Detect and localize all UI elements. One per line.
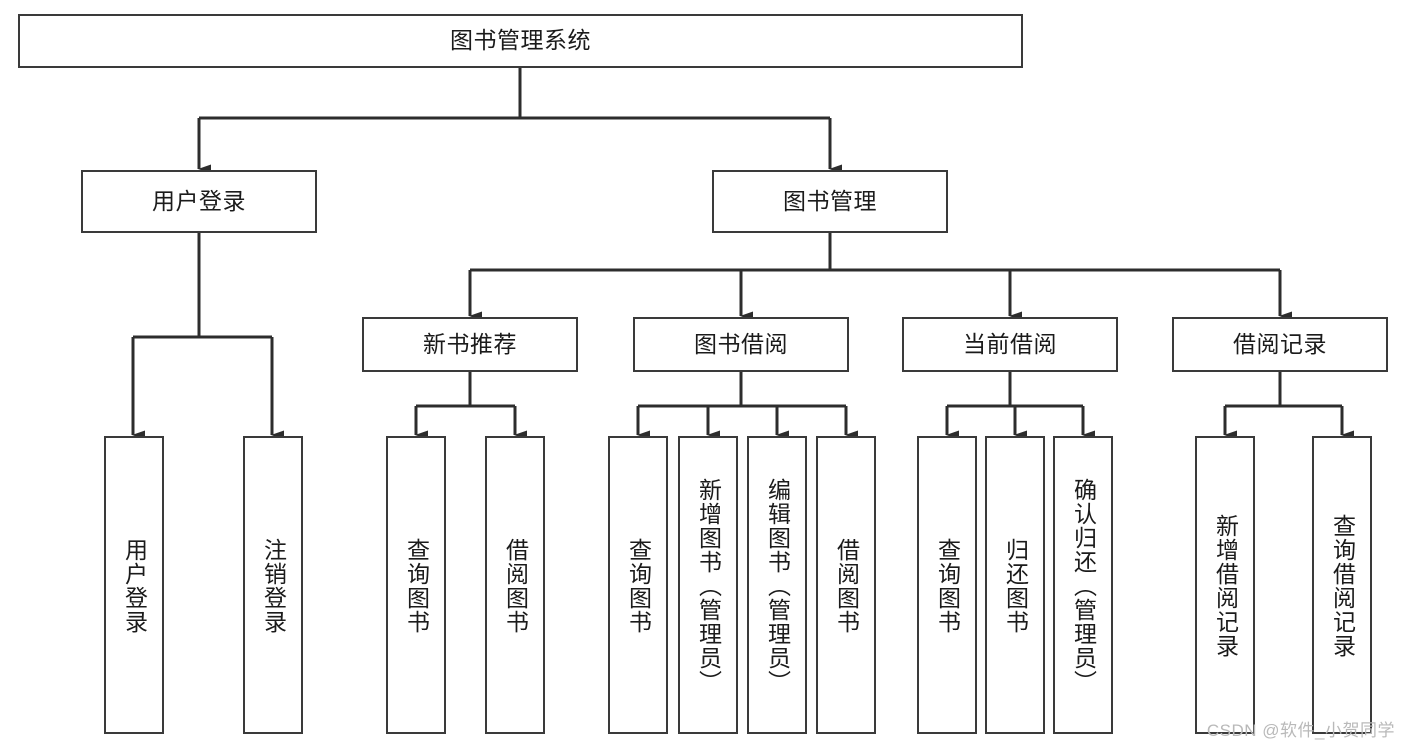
node-label: 图书管理系统 — [450, 27, 591, 54]
connector-lines — [131, 68, 1354, 440]
node-label: 借阅图书 — [833, 538, 860, 634]
node-leaf-确认归还管理员[interactable]: 确认归还（管理员） — [1053, 436, 1113, 734]
node-label: 图书管理 — [783, 187, 877, 214]
node-leaf-注销登录[interactable]: 注销登录 — [243, 436, 303, 734]
node-leaf-借阅图书[interactable]: 借阅图书 — [816, 436, 876, 734]
node-label: 借阅记录 — [1233, 330, 1327, 357]
node-label: 查询图书 — [934, 538, 961, 634]
node-level2-图书管理[interactable]: 图书管理 — [712, 170, 948, 233]
node-label: 图书借阅 — [694, 330, 788, 357]
node-leaf-查询借阅记录[interactable]: 查询借阅记录 — [1312, 436, 1372, 734]
node-level3-借阅记录[interactable]: 借阅记录 — [1172, 317, 1388, 372]
node-level3-图书借阅[interactable]: 图书借阅 — [633, 317, 849, 372]
node-label: 确认归还（管理员） — [1070, 478, 1097, 694]
node-level2-用户登录[interactable]: 用户登录 — [81, 170, 317, 233]
node-label: 用户登录 — [152, 187, 246, 214]
node-leaf-借阅图书[interactable]: 借阅图书 — [485, 436, 545, 734]
node-root-图书管理系统[interactable]: 图书管理系统 — [18, 14, 1023, 68]
node-label: 注销登录 — [260, 538, 287, 634]
node-label: 用户登录 — [121, 538, 148, 634]
node-label: 查询借阅记录 — [1329, 514, 1356, 658]
node-label: 当前借阅 — [963, 330, 1057, 357]
node-leaf-用户登录[interactable]: 用户登录 — [104, 436, 164, 734]
node-level3-当前借阅[interactable]: 当前借阅 — [902, 317, 1118, 372]
node-label: 新书推荐 — [423, 330, 517, 357]
node-label: 编辑图书（管理员） — [764, 478, 791, 694]
node-level3-新书推荐[interactable]: 新书推荐 — [362, 317, 578, 372]
node-leaf-查询图书[interactable]: 查询图书 — [608, 436, 668, 734]
node-label: 新增借阅记录 — [1212, 514, 1239, 658]
node-label: 查询图书 — [625, 538, 652, 634]
node-leaf-新增图书管理员[interactable]: 新增图书（管理员） — [678, 436, 738, 734]
node-leaf-查询图书[interactable]: 查询图书 — [386, 436, 446, 734]
node-leaf-查询图书[interactable]: 查询图书 — [917, 436, 977, 734]
node-label: 查询图书 — [403, 538, 430, 634]
node-label: 归还图书 — [1002, 538, 1029, 634]
node-label: 借阅图书 — [502, 538, 529, 634]
node-leaf-编辑图书管理员[interactable]: 编辑图书（管理员） — [747, 436, 807, 734]
node-leaf-归还图书[interactable]: 归还图书 — [985, 436, 1045, 734]
node-leaf-新增借阅记录[interactable]: 新增借阅记录 — [1195, 436, 1255, 734]
node-label: 新增图书（管理员） — [695, 478, 722, 694]
